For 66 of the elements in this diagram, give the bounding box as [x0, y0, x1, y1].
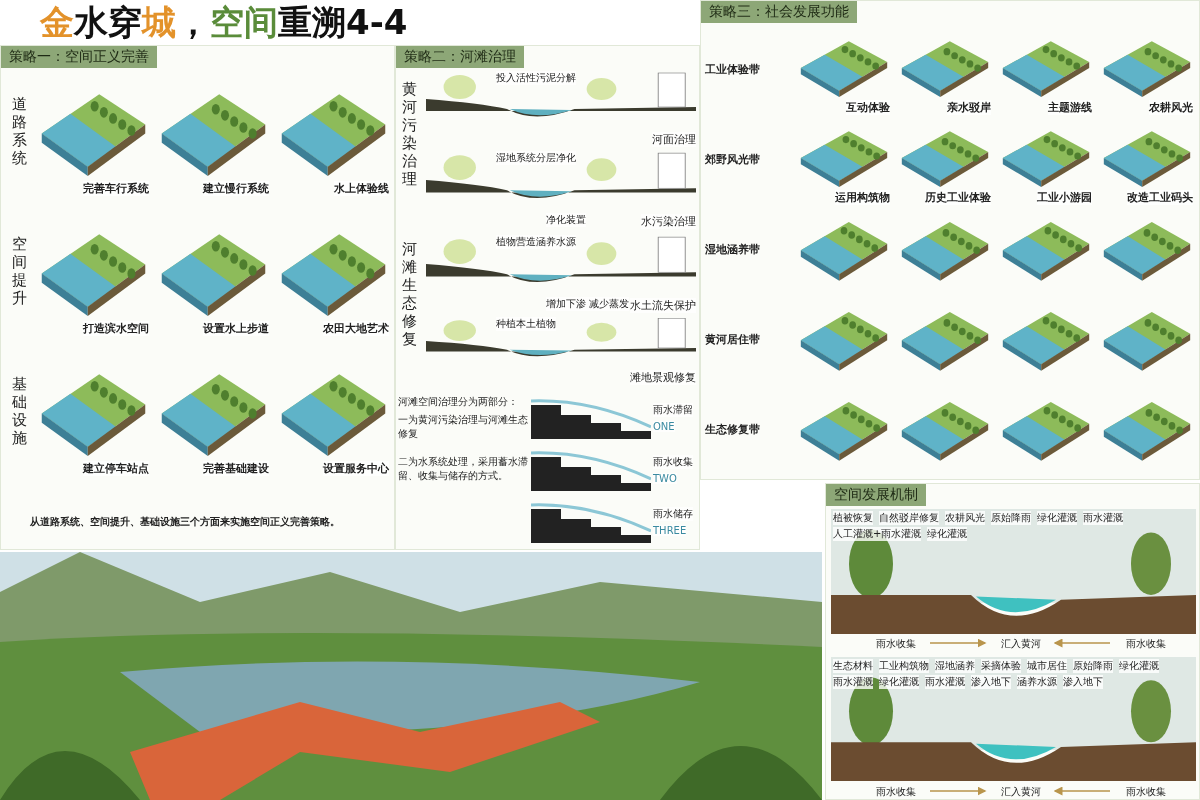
panel-background: [395, 45, 700, 550]
section-heading: 空间发展机制: [826, 484, 926, 506]
block-label: 完善基础建设: [203, 461, 269, 476]
text-label: 生态修复带: [705, 422, 761, 438]
text-label: 黄河居住带: [705, 332, 761, 348]
step-label: TWO: [653, 473, 677, 484]
text-label: 郊野风光带: [705, 152, 761, 168]
section-heading: 策略一：空间正义完善: [1, 46, 157, 68]
block-label: 打造滨水空间: [83, 321, 149, 336]
text-label: 二为水系统处理，采用蓄水滞留、收集与储存的方式。: [398, 455, 528, 483]
flow-label: 汇入黄河: [1000, 785, 1042, 799]
flow-label: 雨水收集: [1125, 785, 1167, 799]
section-label: 滩地景观修复: [630, 370, 696, 385]
annotation: 植物营造涵养水源: [496, 235, 576, 249]
poster-title: 金水穿城，空间重溯4-4: [40, 1, 408, 44]
section-heading: 策略二：河滩治理: [396, 46, 524, 68]
step-label: THREE: [653, 525, 687, 536]
landscape-rendering: [0, 552, 822, 800]
arrow: [1053, 786, 1111, 796]
block-label: 完善车行系统: [83, 181, 149, 196]
step-label: ONE: [653, 421, 675, 432]
block-label: 亲水驳岸: [947, 100, 991, 115]
text-label: 一为黄河污染治理与河滩生态修复: [398, 413, 528, 441]
block-label: 农耕风光: [1149, 100, 1193, 115]
annotation: 净化装置: [546, 213, 586, 227]
text-label: 黄河污染治理: [400, 80, 418, 190]
block-label: 设置水上步道: [203, 321, 269, 336]
block-label: 水上体验线: [334, 181, 389, 196]
text-label: 道路系统: [10, 95, 28, 169]
arrow: [929, 786, 987, 796]
block-label: 运用构筑物: [835, 190, 890, 205]
flow-label: 雨水收集: [1125, 637, 1167, 651]
block-label: 历史工业体验: [925, 190, 991, 205]
annotation: 种植本土植物: [496, 317, 556, 331]
text-label: 空间提升: [10, 235, 28, 309]
block-label: 主题游线: [1048, 100, 1092, 115]
text-label: 基础设施: [10, 375, 28, 449]
block-label: 互动体验: [846, 100, 890, 115]
block-label: 建立慢行系统: [203, 181, 269, 196]
arrow: [929, 638, 987, 648]
annotation: 雨水储存: [653, 507, 693, 521]
section-heading: 策略三：社会发展功能: [701, 1, 857, 23]
flow-label: 雨水收集: [875, 785, 917, 799]
text-label: 工业体验带: [705, 62, 761, 78]
block-label: 建立停车站点: [83, 461, 149, 476]
annotation: 雨水滞留: [653, 403, 693, 417]
section-label: 水污染治理: [641, 214, 696, 229]
flow-label: 汇入黄河: [1000, 637, 1042, 651]
block-label: 设置服务中心: [323, 461, 389, 476]
block-label: 工业小游园: [1037, 190, 1092, 205]
text-label: 从道路系统、空间提升、基础设施三个方面来实施空间正义完善策略。: [30, 515, 341, 529]
flow-label: 雨水收集: [875, 637, 917, 651]
annotation: 湿地系统分层净化: [496, 151, 576, 165]
text-label: 河滩空间治理分为两部分：: [398, 395, 519, 409]
annotation: 投入活性污泥分解: [496, 71, 576, 85]
section-label: 河面治理: [652, 132, 696, 147]
section-label: 水土流失保护: [630, 298, 696, 313]
text-label: 湿地涵养带: [705, 242, 761, 258]
panel-background: [700, 0, 1200, 480]
panel-background: [0, 45, 395, 550]
annotation: 雨水收集: [653, 455, 693, 469]
arrow: [1053, 638, 1111, 648]
block-label: 改造工业码头: [1127, 190, 1193, 205]
block-label: 农田大地艺术: [323, 321, 389, 336]
text-label: 河滩生态修复: [400, 240, 418, 350]
annotation: 增加下渗 减少蒸发: [546, 297, 630, 311]
